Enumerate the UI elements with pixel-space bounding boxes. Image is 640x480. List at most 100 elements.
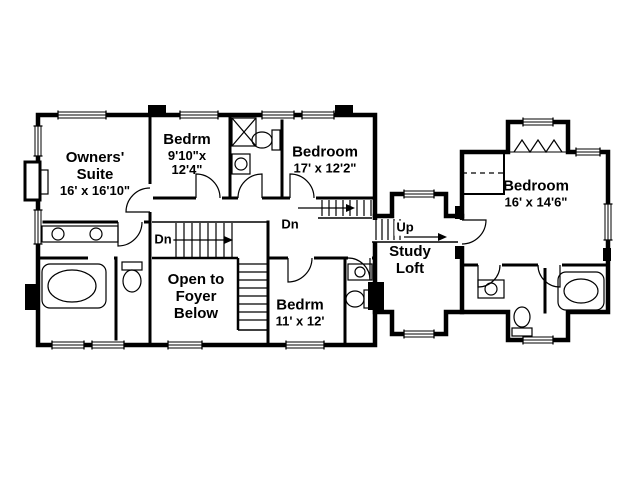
vanity-icon [231, 153, 251, 175]
room-name: Bedroom [503, 177, 569, 195]
hall-bath [231, 117, 281, 175]
annotation-text: Open to [167, 270, 225, 288]
fireplace [23, 160, 49, 202]
chase-icon [25, 284, 39, 310]
stairs-up [372, 219, 458, 243]
window-icon [261, 110, 295, 120]
room-name: Bedrm [276, 296, 324, 314]
stair-label-up: Up [394, 219, 416, 236]
stair-direction: Up [396, 219, 414, 235]
fixtures [41, 117, 605, 337]
bifold-door-icon [513, 138, 563, 154]
window-icon [33, 125, 43, 157]
sink-icon [89, 227, 103, 241]
room-dims: 11' x 12' [275, 313, 325, 329]
vanity-icon [477, 279, 505, 299]
window-icon [403, 189, 435, 199]
room-label-bedroom-5: Bedroom 16' x 14'6" [503, 178, 569, 209]
chimney-icon [335, 105, 353, 116]
room-dims: 12'4" [171, 162, 203, 178]
room-label-bedroom-4: Bedrm 11' x 12' [276, 297, 325, 328]
toilet-icon [121, 261, 143, 271]
window-icon [285, 340, 325, 350]
window-icon [179, 110, 219, 120]
bathtub-icon [563, 278, 599, 304]
vanity-icon [41, 225, 119, 243]
sink-icon [354, 266, 366, 278]
window-icon [33, 209, 43, 245]
door-swing-icon [237, 173, 263, 199]
room-name: Bedroom [292, 143, 358, 161]
window-icon [301, 110, 335, 120]
door-swing-icon [289, 173, 315, 199]
window-icon [91, 340, 125, 350]
door-swing-icon [537, 264, 561, 288]
window-icon [522, 117, 554, 127]
room-name: Loft [395, 260, 425, 277]
fireplace-icon [23, 160, 42, 202]
room-dims: 17' x 12'2" [293, 160, 357, 176]
window-icon [575, 147, 601, 157]
room-label-owners-suite: Owners' Suite 16' x 16'10" [59, 148, 131, 198]
window-icon [57, 110, 107, 120]
toilet-icon [345, 290, 365, 308]
arrowhead-icon [438, 233, 447, 241]
window-icon [522, 335, 554, 345]
stairs-front [152, 221, 268, 331]
arrowhead-icon [224, 236, 233, 244]
stair-direction: Dn [281, 216, 299, 232]
door-swing-icon [195, 173, 221, 199]
room-label-study-loft: Study Loft [389, 243, 431, 278]
room-label-bedroom-2: Bedrm 9'10"x 12'4" [163, 131, 211, 178]
door-openings [88, 184, 562, 268]
sink-icon [484, 282, 498, 296]
room-dims: 16' x 14'6" [504, 194, 568, 210]
chase-icon [368, 282, 384, 310]
stair-label-dn-front: Dn [152, 231, 174, 248]
toilet-icon [251, 131, 273, 149]
bathtub-icon [47, 269, 97, 303]
door-swing-icon [461, 219, 487, 245]
room-name: Study [389, 243, 431, 261]
rear-bath [345, 263, 373, 309]
annotation-text: Foyer [175, 287, 217, 305]
window-icon [403, 329, 435, 339]
room-label-bedroom-3: Bedroom 17' x 12'2" [292, 144, 358, 175]
vanity-icon [347, 263, 373, 281]
chase-icon [455, 246, 463, 259]
window-icon [167, 340, 203, 350]
window-icon [603, 203, 613, 241]
annotation-text: Below [173, 304, 219, 322]
arrowhead-icon [346, 204, 355, 212]
room-name: Bedrm [163, 131, 211, 149]
room-name: Owners' [65, 148, 125, 166]
window-icon [51, 340, 85, 350]
windows [33, 110, 613, 350]
stairs-back [298, 200, 372, 219]
room-dims: 9'10"x [167, 147, 207, 163]
toilet-icon [511, 327, 533, 337]
stair-direction: Dn [154, 231, 172, 247]
stair-label-dn-back: Dn [279, 216, 301, 233]
bathtub-icon [557, 271, 605, 311]
shower-icon [231, 117, 257, 147]
door-swing-icon [287, 257, 313, 283]
door-swing-icon [125, 187, 151, 213]
room-name: Suite [76, 165, 114, 183]
room-dims: 16' x 16'10" [59, 182, 131, 198]
stair-treads [239, 263, 267, 321]
right-bath [477, 271, 605, 337]
chase-icon [603, 248, 611, 261]
toilet-icon [122, 269, 142, 293]
sink-icon [51, 227, 65, 241]
door-swing-icon [117, 221, 143, 247]
bathtub-icon [41, 263, 107, 309]
chase-icon [455, 206, 463, 219]
sink-icon [234, 157, 248, 171]
toilet-icon [271, 129, 281, 151]
stair-treads [375, 219, 401, 240]
toilet-icon [513, 306, 531, 328]
label-open-to-foyer: Open to Foyer Below [167, 270, 225, 322]
